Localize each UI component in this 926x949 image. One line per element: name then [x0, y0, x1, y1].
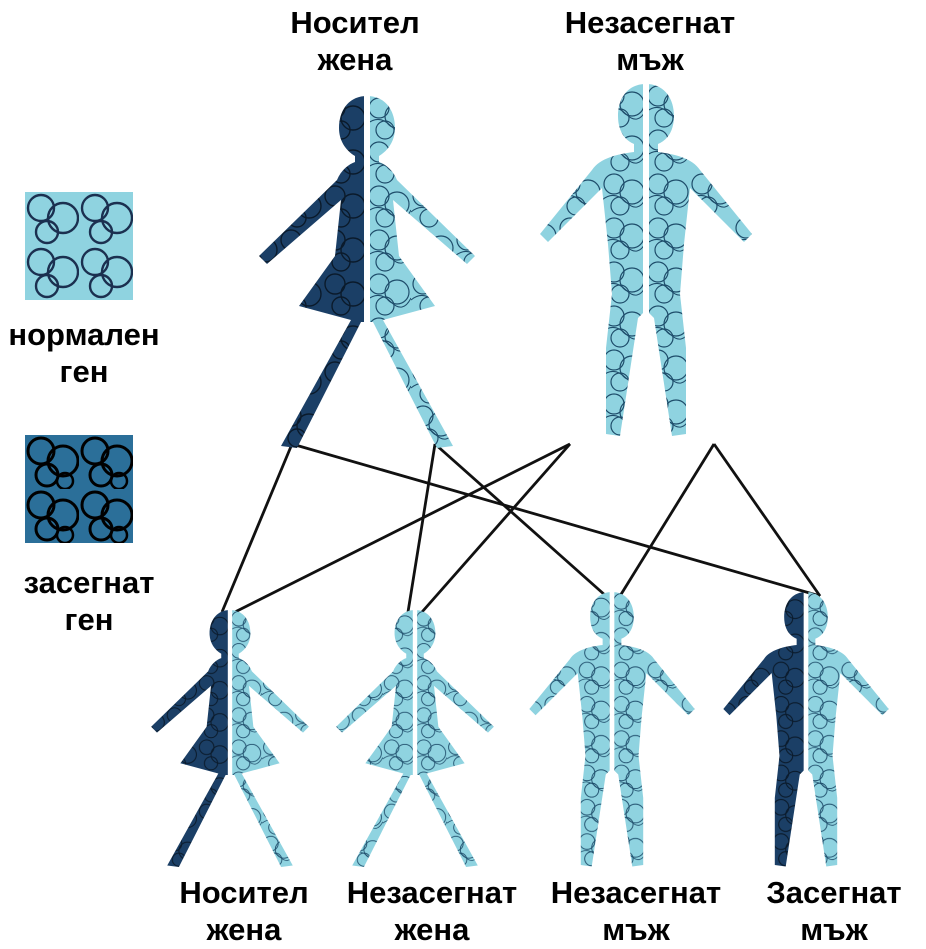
child-label-3-line2: мъж: [742, 911, 926, 948]
affected-gene-label-line2: ген: [0, 601, 178, 638]
normal-gene-label: нормален ген: [0, 316, 168, 390]
line-mother-to-carrier-female: [222, 444, 292, 612]
normal-gene-swatch: [25, 192, 133, 300]
child-label-3: Засегнат мъж: [742, 874, 926, 948]
child-label-0: Носител жена: [160, 874, 328, 948]
normal-gene-label-line2: ген: [0, 353, 168, 390]
line-father-to-carrier-female: [235, 444, 570, 612]
line-father-to-unaffected-female: [422, 444, 570, 612]
affected-gene-label: засегнат ген: [0, 564, 178, 638]
child-label-2-line1: Незасегнат: [536, 874, 736, 911]
line-father-to-affected-male: [714, 444, 820, 596]
child-label-1-line1: Незасегнат: [332, 874, 532, 911]
mother-label-line1: Носител: [255, 4, 455, 41]
child-label-2-line2: мъж: [536, 911, 736, 948]
father-label-line2: мъж: [540, 41, 760, 78]
unaffected-male-child-figure: [529, 592, 694, 867]
line-mother-to-unaffected-female: [408, 444, 435, 612]
father-label-line1: Незасегнат: [540, 4, 760, 41]
child-label-1-line2: жена: [332, 911, 532, 948]
affected-male-child-figure: [723, 592, 888, 867]
normal-gene-label-line1: нормален: [0, 316, 168, 353]
child-label-2: Незасегнат мъж: [536, 874, 736, 948]
affected-gene-swatch: [25, 435, 133, 543]
mother-label-line2: жена: [255, 41, 455, 78]
child-label-3-line1: Засегнат: [742, 874, 926, 911]
line-father-to-unaffected-male: [620, 444, 714, 596]
child-label-1: Незасегнат жена: [332, 874, 532, 948]
child-label-0-line1: Носител: [160, 874, 328, 911]
line-mother-to-unaffected-male: [435, 444, 606, 596]
unaffected-female-child-figure: [336, 610, 494, 867]
unaffected-male-parent-figure: [540, 84, 752, 436]
affected-gene-label-line1: засегнат: [0, 564, 178, 601]
connector-lines: [222, 444, 820, 612]
father-label: Незасегнат мъж: [540, 4, 760, 78]
child-label-0-line2: жена: [160, 911, 328, 948]
line-mother-to-affected-male: [292, 444, 820, 596]
carrier-female-parent-figure: [259, 96, 475, 448]
carrier-female-child-figure: [151, 610, 309, 867]
mother-label: Носител жена: [255, 4, 455, 78]
